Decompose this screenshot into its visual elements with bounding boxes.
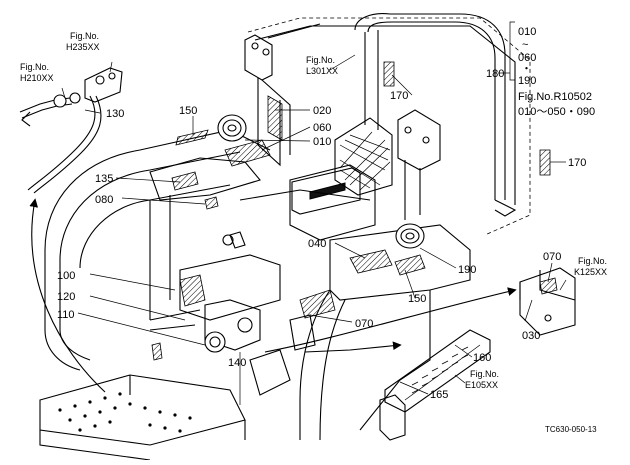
fig-h210-code: H210XX — [20, 73, 54, 83]
fig-k125-caption: Fig.No. — [578, 256, 607, 266]
fig-h235-code: H235XX — [66, 42, 100, 52]
label-170-top: 170 — [390, 90, 408, 102]
label-165: 165 — [430, 389, 448, 401]
label-120: 120 — [57, 291, 75, 303]
range-fig: Fig.No.R10502 — [518, 91, 592, 103]
label-150-bottom: 150 — [408, 293, 426, 305]
side-panel-k125 — [519, 267, 576, 336]
label-180: 180 — [486, 68, 504, 80]
center-mechanism — [149, 231, 316, 396]
label-135: 135 — [95, 173, 113, 185]
label-070: 070 — [355, 318, 373, 330]
label-190: 190 — [458, 264, 476, 276]
fig-e105-code: E105XX — [465, 380, 498, 390]
fig-refs: Fig.No. H235XX Fig.No. H210XX Fig.No. L3… — [20, 31, 607, 390]
label-030: 030 — [522, 330, 540, 342]
right-fender — [299, 223, 471, 441]
label-130: 130 — [106, 108, 124, 120]
range-line-3: 060 — [518, 52, 536, 64]
hose-assembly — [19, 67, 123, 194]
range-line-1: 010 — [518, 26, 536, 38]
label-140: 140 — [228, 357, 246, 369]
rops-frame — [244, 13, 551, 236]
arrow-to-lower-panel — [304, 341, 402, 353]
left-fender — [44, 114, 271, 371]
label-110: 110 — [57, 309, 75, 321]
arrow-to-side-panel — [264, 287, 517, 353]
fig-k125-code: K125XX — [574, 267, 607, 277]
range-bracket — [498, 21, 515, 81]
label-080: 080 — [95, 194, 113, 206]
label-050: 060 — [313, 122, 331, 134]
chassis — [39, 342, 246, 461]
fig-l301-code: L301XX — [306, 66, 338, 76]
label-040: 040 — [308, 238, 326, 250]
arrow-to-hose — [29, 198, 106, 393]
label-100: 100 — [57, 270, 75, 282]
label-150-top: 150 — [179, 105, 197, 117]
leader-lines — [61, 54, 567, 405]
footer-code: TC630-050-13 — [545, 425, 597, 434]
label-020: 020 — [313, 105, 331, 117]
range-line-2: ~ — [522, 39, 528, 51]
range-line-4: ・ — [521, 63, 532, 75]
label-160: 160 — [473, 352, 491, 364]
fig-h210-caption: Fig.No. — [20, 62, 49, 72]
label-170-right: 170 — [568, 157, 586, 169]
fig-h235-caption: Fig.No. — [70, 31, 99, 41]
label-060: 070 — [543, 251, 561, 263]
range-line-5: 190 — [518, 75, 536, 87]
fig-e105-caption: Fig.No. — [470, 369, 499, 379]
range-note: 010 ~ 060 ・ 190 Fig.No.R10502 010～050・09… — [518, 26, 595, 118]
label-010: 010 — [313, 136, 331, 148]
seat-area — [239, 117, 393, 241]
part-labels: 020 060 010 150 135 080 130 100 120 110 … — [57, 68, 586, 401]
fig-l301-caption: Fig.No. — [306, 55, 335, 65]
range-span: 010～050・090 — [518, 106, 595, 118]
